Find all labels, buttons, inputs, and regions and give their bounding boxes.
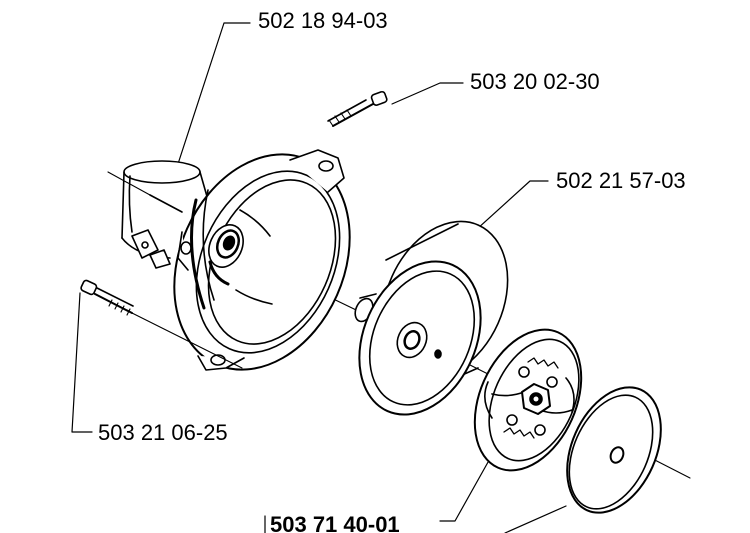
part-number-clutch-assembly: 503 71 40-01 bbox=[270, 512, 400, 533]
part-number-clutch-housing: 502 18 94-03 bbox=[258, 8, 388, 33]
leader-line-housing-screw bbox=[391, 82, 464, 105]
leader-line-washer bbox=[504, 505, 567, 533]
leader-lines bbox=[71, 22, 567, 533]
clutch-assembly-drawing bbox=[473, 328, 583, 472]
leader-line-clutch-housing bbox=[175, 22, 251, 171]
leader-line-clutch-assembly bbox=[439, 454, 493, 522]
part-number-housing-screw: 503 20 02-30 bbox=[470, 69, 600, 94]
mounting-screw-drawing bbox=[80, 279, 243, 369]
housing-screw-drawing bbox=[327, 90, 388, 127]
clutch-drum-drawing bbox=[354, 220, 509, 416]
clutch-housing-drawing bbox=[121, 149, 351, 371]
part-number-mounting-screw: 503 21 06-25 bbox=[98, 420, 228, 445]
part-number-clutch-drum: 502 21 57-03 bbox=[556, 168, 686, 193]
leader-line-mounting-screw bbox=[71, 292, 93, 433]
washer-drawing bbox=[566, 386, 662, 514]
